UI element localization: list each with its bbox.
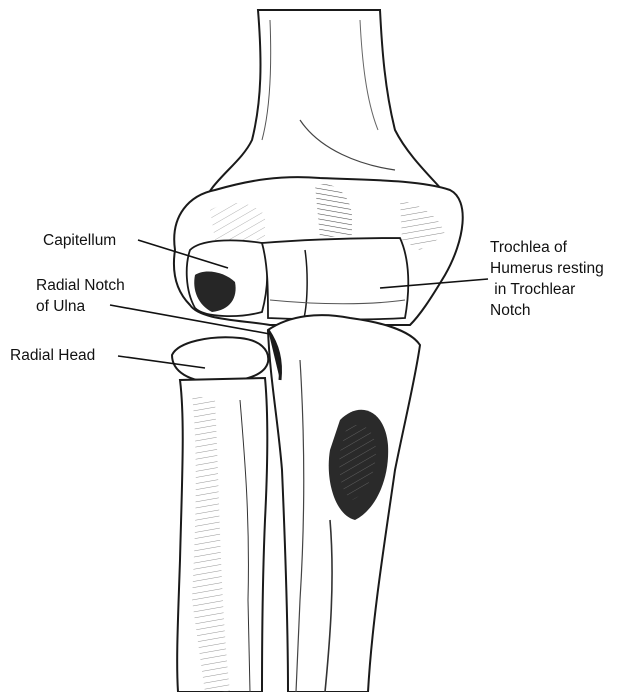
trochlea [262, 238, 408, 320]
capitellum-label: Capitellum [43, 230, 116, 251]
radial-notch-label: Radial Notch of Ulna [36, 275, 125, 317]
radial-head-label: Radial Head [10, 345, 95, 366]
trochlea-line-4: Notch [490, 300, 604, 321]
trochlea-line-1: Trochlea of [490, 237, 604, 258]
ulna-bone [268, 315, 420, 692]
trochlea-line-2: Humerus resting [490, 258, 604, 279]
radius-bone [172, 337, 268, 692]
radial-notch-line-1: Radial Notch [36, 275, 125, 296]
trochlea-label: Trochlea of Humerus resting in Trochlear… [490, 237, 604, 321]
capitellum [187, 240, 268, 316]
trochlea-line-3: in Trochlear [490, 279, 604, 300]
radial-notch-line-2: of Ulna [36, 296, 125, 317]
